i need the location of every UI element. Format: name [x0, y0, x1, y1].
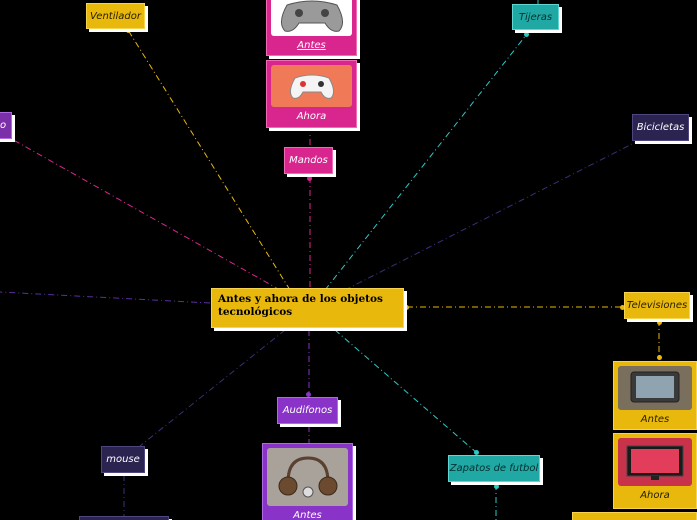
card-tv-ahora[interactable]: Ahora: [613, 433, 697, 509]
node-label: o: [0, 120, 6, 131]
node-label: Audifonos: [283, 405, 333, 416]
connector-dot: [494, 484, 499, 489]
image-controller-new: [271, 65, 352, 107]
node-label: Mandos: [289, 155, 328, 166]
tv-icon: [625, 442, 685, 482]
connector-dot: [524, 32, 529, 37]
node-bicicletas[interactable]: Bicicletas: [632, 114, 689, 141]
image-tv-old: [618, 366, 692, 410]
link-mouse: [140, 330, 285, 446]
central-topic[interactable]: Antes y ahora de los objetos tecnológico…: [211, 288, 404, 328]
node-partial-bottom-right: [572, 512, 697, 520]
node-mouse[interactable]: mouse: [101, 446, 145, 473]
card-caption: Antes: [293, 510, 321, 520]
node-ventilador[interactable]: Ventilador: [86, 3, 145, 29]
node-label: mouse: [106, 454, 140, 465]
card-caption: Ahora: [640, 490, 670, 501]
card-caption: Antes: [641, 414, 669, 425]
card-mandos-antes[interactable]: Antes: [266, 0, 357, 56]
link-left-partial: [10, 138, 280, 290]
node-label: Bicicletas: [637, 122, 685, 133]
gamepad-icon: [277, 0, 347, 33]
card-mandos-ahora[interactable]: Ahora: [266, 60, 357, 128]
node-label: Ventilador: [90, 11, 141, 22]
image-headphones-old: [267, 448, 348, 506]
link-bicicletas: [345, 142, 636, 290]
card-tv-antes[interactable]: Antes: [613, 361, 697, 430]
central-topic-title: Antes y ahora de los objetos tecnológico…: [218, 293, 397, 319]
card-caption: Antes: [297, 40, 325, 51]
image-controller-old: [271, 0, 352, 36]
tv-icon: [627, 370, 683, 406]
node-audifonos[interactable]: Audifonos: [277, 397, 338, 424]
node-label: Tijeras: [519, 12, 552, 23]
card-caption: Ahora: [297, 111, 327, 122]
card-audifonos-antes[interactable]: Antes: [262, 443, 353, 520]
node-left-partial[interactable]: o: [0, 112, 12, 139]
link-zapatos: [335, 330, 477, 453]
node-label: Zapatos de futbol: [450, 463, 539, 474]
node-partial-bottom-left: [79, 516, 169, 520]
connector-dot: [657, 355, 662, 360]
node-zapatos-de-futbol[interactable]: Zapatos de futbol: [448, 455, 540, 482]
node-mandos[interactable]: Mandos: [284, 147, 333, 174]
headphones-icon: [273, 452, 343, 502]
node-televisiones[interactable]: Televisiones: [624, 292, 690, 319]
connector-dot: [404, 305, 409, 310]
node-label: Televisiones: [627, 300, 687, 311]
gamepad-icon: [287, 72, 337, 100]
connector-dot: [307, 176, 312, 181]
image-tv-new: [618, 438, 692, 486]
connector-dot: [657, 320, 662, 325]
node-tijeras[interactable]: Tijeras: [512, 4, 559, 30]
link-left-edge: [0, 292, 210, 303]
